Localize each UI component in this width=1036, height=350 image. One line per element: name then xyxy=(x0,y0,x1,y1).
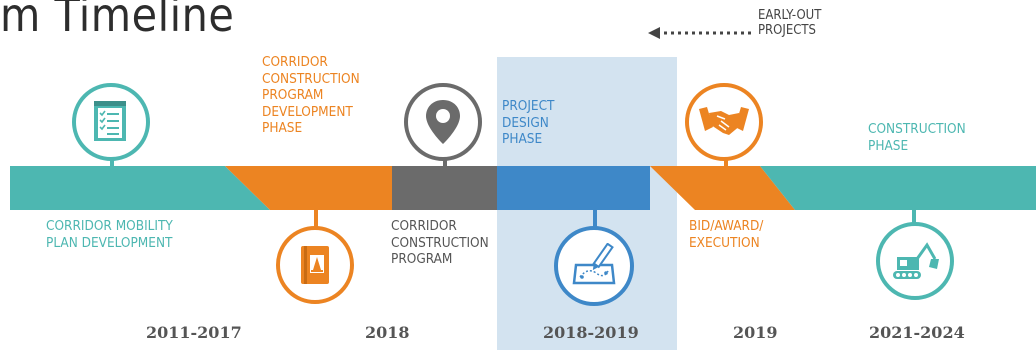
handshake-icon xyxy=(699,107,749,135)
page-title: m Timeline xyxy=(0,0,235,42)
label-line: PROGRAM xyxy=(262,87,324,103)
label-line: PROJECT xyxy=(502,98,555,114)
ccp-circle xyxy=(404,83,482,161)
construction-label: CONSTRUCTION PHASE xyxy=(868,121,966,154)
year-construction: 2021-2024 xyxy=(869,323,965,342)
label-line: CONSTRUCTION xyxy=(262,70,360,87)
map-pin-icon xyxy=(426,100,460,144)
band-segment-ccp-development xyxy=(225,166,392,210)
label-line: PHASE xyxy=(502,131,543,147)
band-segment-ccp xyxy=(392,166,497,210)
construction-circle xyxy=(876,222,954,300)
label-line: EXECUTION xyxy=(689,234,760,251)
corridor-mobility-label: CORRIDOR MOBILITY PLAN DEVELOPMENT xyxy=(46,218,173,251)
label-line: CONSTRUCTION xyxy=(391,234,489,251)
label-line: PHASE xyxy=(868,137,909,154)
label-line: CONSTRUCTION xyxy=(868,121,966,137)
label-line: PHASE xyxy=(262,120,303,136)
label-line: CORRIDOR MOBILITY xyxy=(46,218,173,234)
band-segment-bid-award xyxy=(650,166,795,210)
early-out-line1: EARLY-OUT xyxy=(758,8,822,23)
label-line: CORRIDOR xyxy=(262,54,328,70)
year-bid-award: 2019 xyxy=(733,323,778,342)
year-corridor-mobility: 2011-2017 xyxy=(146,323,242,342)
band-segment-construction xyxy=(760,166,1036,210)
label-line: BID/AWARD/ xyxy=(689,218,764,234)
blueprint-pencil-icon xyxy=(572,243,616,285)
corridor-mobility-circle xyxy=(72,83,150,161)
early-out-label: EARLY-OUT PROJECTS xyxy=(758,8,821,38)
bid-award-label: BID/AWARD/ EXECUTION xyxy=(689,218,763,251)
label-line: DESIGN xyxy=(502,114,549,131)
band-segment-project-design xyxy=(497,166,650,210)
ccp-development-circle xyxy=(276,226,354,304)
label-line: PROGRAM xyxy=(391,251,453,267)
timeline-band xyxy=(10,166,1036,210)
year-ccp-development: 2018 xyxy=(365,323,410,342)
band-segment-corridor-mobility xyxy=(10,166,270,210)
stem-project-design xyxy=(593,208,597,230)
book-cone-icon xyxy=(301,246,329,284)
ccp-development-label: CORRIDOR CONSTRUCTION PROGRAM DEVELOPMEN… xyxy=(262,54,360,137)
left-arrow-icon xyxy=(648,27,754,39)
early-out-line2: PROJECTS xyxy=(758,23,816,38)
label-line: PLAN DEVELOPMENT xyxy=(46,234,173,251)
project-design-label: PROJECT DESIGN PHASE xyxy=(502,98,554,148)
bid-award-circle xyxy=(685,83,763,161)
stem-ccp-development xyxy=(314,208,318,230)
project-design-circle xyxy=(554,226,634,306)
stem-construction xyxy=(912,208,916,230)
label-line: DEVELOPMENT xyxy=(262,103,353,120)
checklist-icon xyxy=(94,101,126,141)
ccp-label: CORRIDOR CONSTRUCTION PROGRAM xyxy=(391,218,489,268)
year-project-design: 2018-2019 xyxy=(543,323,639,342)
label-line: CORRIDOR xyxy=(391,218,457,234)
excavator-icon xyxy=(893,242,939,279)
